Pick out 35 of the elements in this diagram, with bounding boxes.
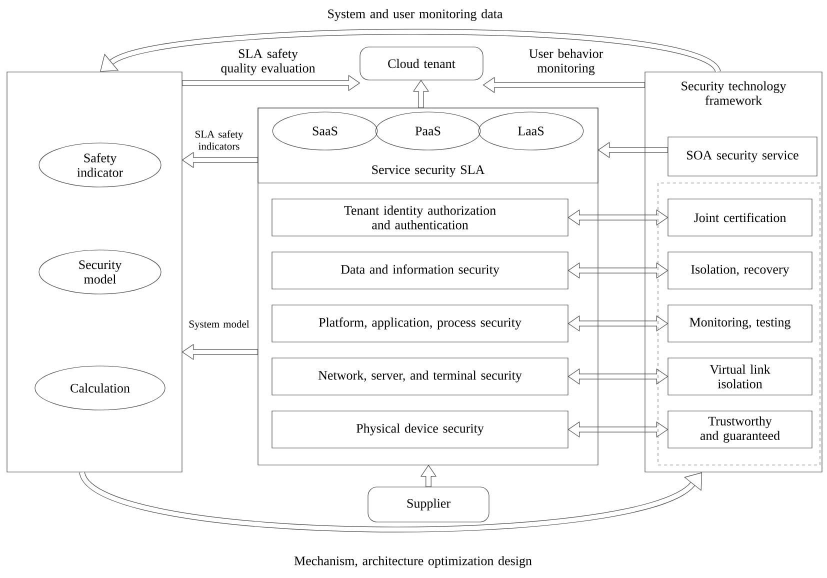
hollow-arrow bbox=[568, 209, 668, 226]
layer-box: Trustworthy and guaranteed bbox=[668, 410, 812, 448]
layer-box: Data and information security bbox=[272, 252, 568, 290]
edge-label: System model bbox=[189, 320, 250, 330]
layer-box: Isolation, recovery bbox=[668, 252, 812, 290]
hollow-arrow bbox=[80, 470, 702, 532]
hollow-arrow bbox=[568, 368, 668, 385]
hollow-arrow bbox=[420, 464, 437, 487]
hollow-arrow bbox=[182, 74, 360, 92]
hollow-arrow bbox=[482, 76, 645, 94]
hollow-arrow bbox=[412, 80, 430, 108]
hollow-arrow bbox=[182, 152, 258, 168]
layer-box: Platform, application, process security bbox=[272, 304, 568, 342]
hollow-arrow bbox=[598, 142, 668, 158]
edge-label: SLA safety quality evaluation bbox=[221, 48, 316, 76]
hollow-arrow bbox=[568, 315, 668, 332]
hollow-arrow bbox=[568, 421, 668, 438]
layer-box: SOA security service bbox=[668, 136, 818, 176]
layer-box: Joint certification bbox=[668, 198, 812, 236]
edge-label: Mechanism, architecture optimization design bbox=[294, 556, 532, 568]
edge-label: User behavior monitoring bbox=[529, 48, 604, 76]
layer-box: Virtual link isolation bbox=[668, 358, 812, 396]
layer-box: Tenant identity authorization and authentication bbox=[272, 198, 568, 236]
dashed-box bbox=[658, 182, 820, 466]
rounded-box: Cloud tenant bbox=[360, 46, 484, 80]
edge-label: SLA safety indicators bbox=[196, 130, 244, 150]
hollow-arrow bbox=[100, 28, 720, 74]
edge-label: System and user monitoring data bbox=[328, 9, 503, 21]
layer-box: Monitoring, testing bbox=[668, 304, 812, 342]
panel bbox=[6, 72, 182, 472]
hollow-arrow bbox=[568, 262, 668, 279]
layer-box: Physical device security bbox=[272, 410, 568, 448]
layer-box: Network, server, and terminal security bbox=[272, 358, 568, 396]
rounded-box: Supplier bbox=[368, 486, 490, 522]
hollow-arrow bbox=[182, 344, 258, 360]
